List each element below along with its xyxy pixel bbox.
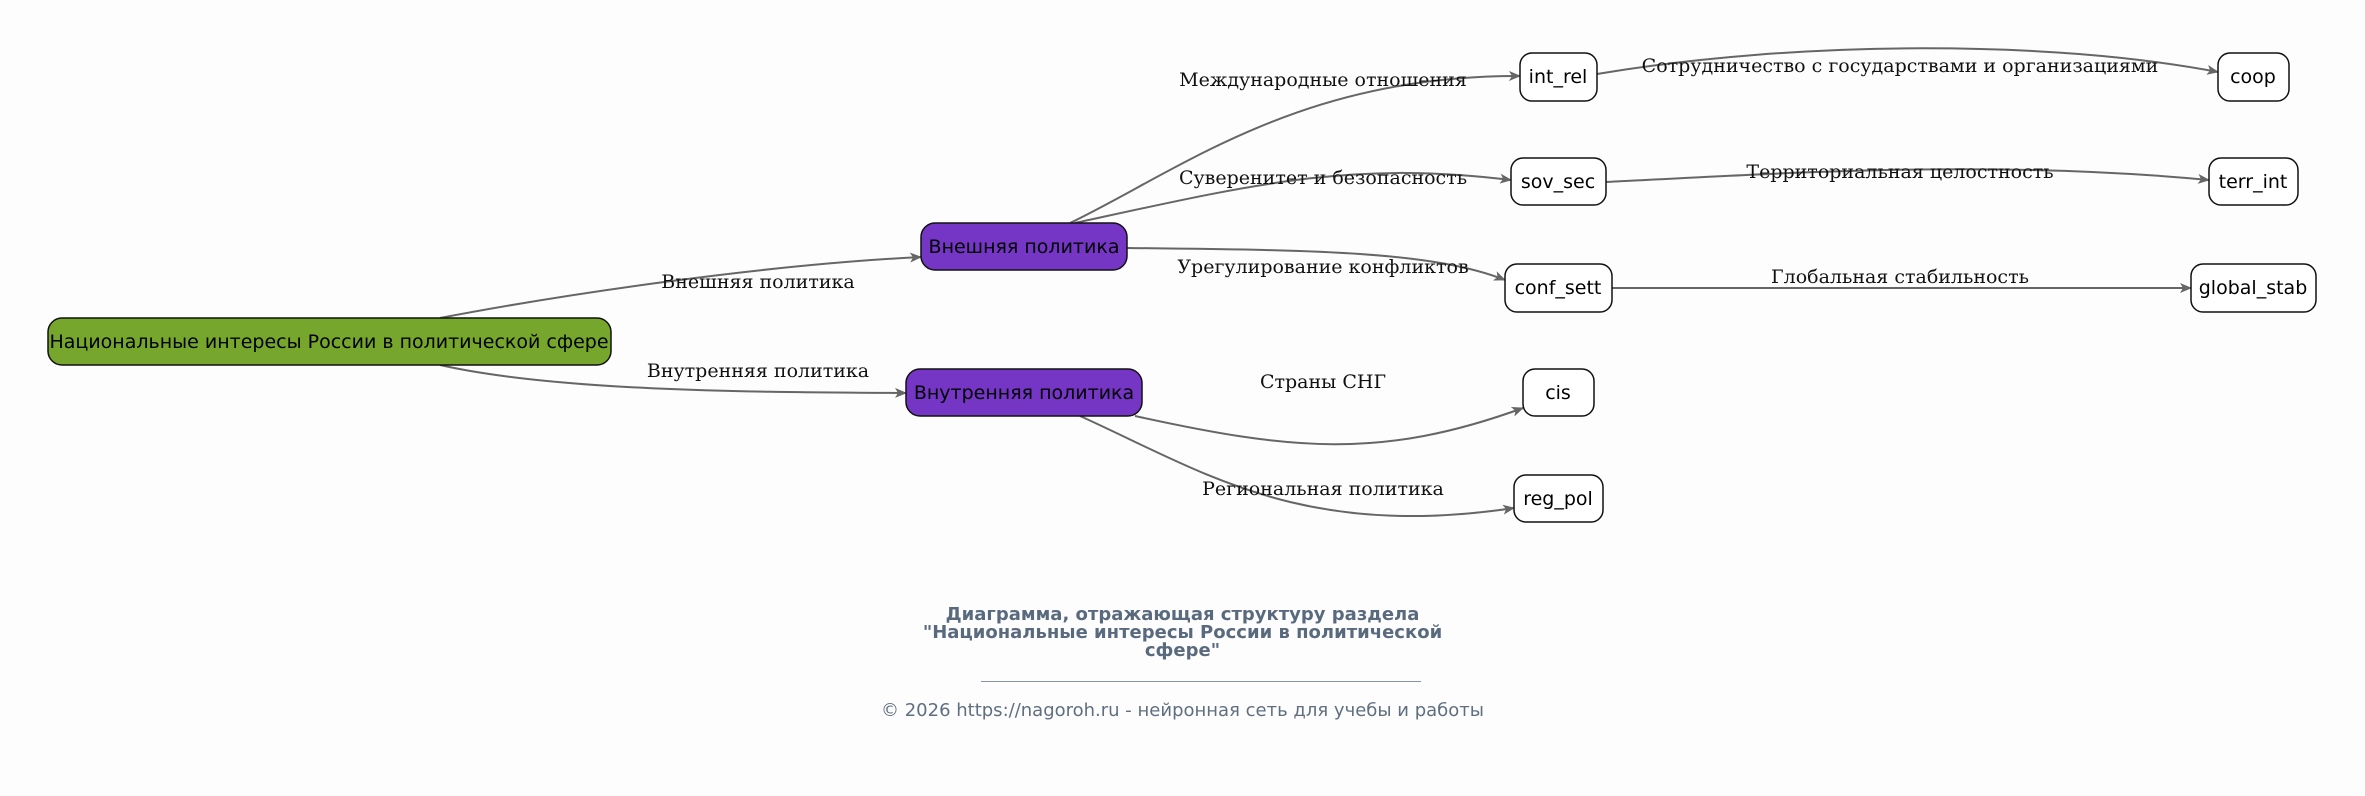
edge-label: Глобальная стабильность (1771, 266, 2029, 288)
edge-root-int (439, 364, 907, 398)
caption-line: Диаграмма, отражающая структуру раздела (945, 604, 1420, 625)
edge-ext-sov-sec (1074, 171, 1512, 224)
edge-label: Региональная политика (1202, 478, 1444, 500)
node-label: terr_int (2219, 171, 2288, 193)
edge-label: Внутренняя политика (647, 360, 869, 382)
node-global-stab[interactable]: global_stab (2190, 263, 2317, 313)
edge-label: Внешняя политика (661, 271, 854, 293)
node-domestic-policy[interactable]: Внутренняя политика (905, 368, 1143, 417)
footer-copyright: © 2026 https://nagoroh.ru - нейронная се… (880, 700, 1484, 721)
caption-divider (981, 681, 1421, 682)
node-reg-pol[interactable]: reg_pol (1513, 474, 1604, 523)
edge-label: Территориальная целостность (1746, 161, 2053, 183)
edge-sov-sec-terr-int (1605, 168, 2210, 184)
edge-int-cis (1134, 407, 1524, 446)
edge-ext-int-rel (1069, 70, 1521, 224)
node-label: conf_sett (1515, 277, 1602, 299)
node-label: reg_pol (1523, 488, 1593, 510)
node-label: Внешняя политика (929, 236, 1120, 258)
edge-root-ext (439, 252, 922, 319)
node-label: coop (2230, 66, 2276, 88)
node-cis[interactable]: cis (1522, 368, 1595, 417)
edge-label: Суверенитет и безопасность (1179, 167, 1467, 189)
node-int-rel[interactable]: int_rel (1519, 52, 1598, 102)
edge-int-reg-pol (1079, 415, 1515, 518)
node-label: cis (1545, 382, 1571, 404)
caption-line: сфере" (1144, 640, 1221, 661)
diagram-caption: Диаграмма, отражающая структуру раздела … (0, 606, 2365, 660)
node-sov-sec[interactable]: sov_sec (1510, 157, 1607, 206)
node-label: Национальные интересы России в политичес… (49, 331, 608, 353)
node-root[interactable]: Национальные интересы России в политичес… (47, 317, 612, 366)
node-coop[interactable]: coop (2217, 52, 2290, 102)
edge-label: Международные отношения (1179, 69, 1467, 91)
node-conf-sett[interactable]: conf_sett (1504, 263, 1613, 313)
edge-ext-conf-sett (1126, 247, 1506, 281)
edge-int-rel-coop (1596, 47, 2219, 75)
edge-label: Урегулирование конфликтов (1177, 256, 1468, 278)
node-label: Внутренняя политика (914, 382, 1134, 404)
node-label: int_rel (1529, 66, 1588, 88)
edge-label: Страны СНГ (1260, 371, 1386, 393)
node-terr-int[interactable]: terr_int (2208, 157, 2299, 206)
caption-line: "Национальные интересы России в политиче… (922, 622, 1443, 643)
node-label: global_stab (2199, 277, 2308, 299)
edge-label: Сотрудничество с государствами и организ… (1642, 55, 2159, 77)
node-label: sov_sec (1521, 171, 1595, 193)
node-foreign-policy[interactable]: Внешняя политика (920, 222, 1128, 271)
